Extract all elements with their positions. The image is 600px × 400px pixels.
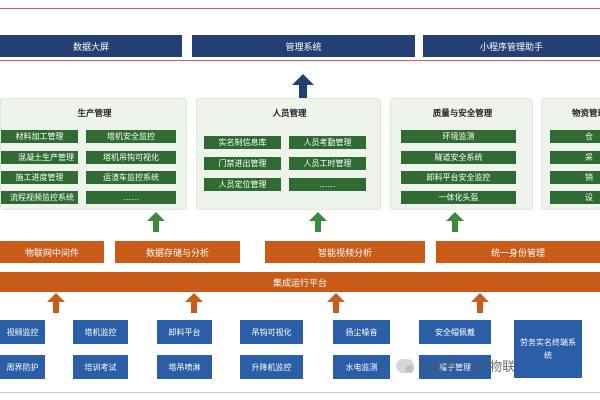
up-arrow-icon [471,293,489,313]
device-box: 安全帽佩戴 [419,320,491,344]
panel-item: 混凝土生产管理 [1,151,78,164]
up-arrow-icon [147,212,165,232]
device-box-tall: 劳务实名终端系统 [514,320,582,378]
panel-item: 一体化头盔 [401,191,516,204]
middleware-video: 智能视频分析 [265,241,425,263]
wechat-icon [396,358,414,373]
panel-item: 塔机安全监控 [86,130,176,143]
panel-item: 材料加工管理 [1,130,78,143]
top-divider-line [0,8,600,9]
device-box: 培训考试 [73,355,128,379]
panel-item: 环境监测 [401,130,516,143]
device-box: 升降机监控 [240,355,303,379]
up-arrow-icon [185,293,203,313]
panel-quality-safety: 质量与安全管理 环境监测 隧道安全系统 卸料平台安全监控 一体化头盔 [390,98,533,210]
panel-item: 采 [550,151,600,164]
panel-title: 生产管理 [77,109,112,119]
integrated-platform-bar: 集成运行平台 [0,272,600,292]
panel-production: 生产管理 材料加工管理 塔机安全监控 混凝土生产管理 塔机吊钩可视化 施工进度管… [0,98,187,210]
bottom-divider-line [0,392,600,393]
panel-item: 流程视频监控系统 [1,191,78,204]
panel-item: 隧道安全系统 [401,151,516,164]
device-box: 周界防护 [0,355,45,379]
panel-item: …… [289,178,366,191]
middleware-storage: 数据存储与分析 [115,241,240,263]
device-box: 卸料平台 [157,320,212,344]
panel-item: 门禁进出管理 [204,157,281,170]
up-arrow-icon [47,293,65,313]
panel-item: 运渣车监控系统 [86,171,176,184]
panel-title: 物资管理 [572,109,600,119]
panel-item: 施工进度管理 [1,171,78,184]
panel-item: 仓 [550,130,600,143]
panel-title: 人员管理 [272,109,307,119]
top-box-management-system: 管理系统 [192,35,415,57]
panel-item: 人员定位管理 [204,178,281,191]
top-box-data-screen: 数据大屏 [0,35,182,57]
panel-item: 塔机吊钩可视化 [86,151,176,164]
device-box: 视频监控 [0,320,45,344]
middleware-identity: 统一身份管理 [436,241,600,263]
panel-item: 销 [550,171,600,184]
panel-item: 实名制信息库 [204,136,281,149]
panel-materials: 物资管理 仓 采 销 设 [541,98,600,210]
middleware-iot: 物联网中间件 [0,241,104,263]
panel-personnel: 人员管理 实名制信息库 人员考勤管理 门禁进出管理 人员工时管理 人员定位管理 … [196,98,381,210]
watermark: 公众号 · IoT物联 [396,356,515,375]
device-box: 塔吊喷淋 [157,355,212,379]
upper-divider-line [0,60,600,61]
panel-title: 质量与安全管理 [432,109,493,119]
panel-item: …… [86,191,176,204]
device-box: 水电监测 [333,355,390,379]
panel-item: 人员工时管理 [289,157,366,170]
up-arrow-icon [327,293,345,313]
device-box: 塔机监控 [73,320,128,344]
up-arrow-icon [446,212,464,232]
watermark-text: 公众号 · IoT物联 [418,360,516,375]
top-box-mini-program: 小程序管理助手 [423,35,600,57]
panel-item: 人员考勤管理 [289,136,366,149]
up-arrow-icon [309,212,327,232]
panel-item: 卸料平台安全监控 [401,171,516,184]
device-box: 吊钩可视化 [240,320,303,344]
device-box: 帽子管理 [419,355,491,379]
up-arrow-icon [292,74,314,98]
panel-item: 设 [550,191,600,204]
device-box: 扬尘噪音 [333,320,390,344]
